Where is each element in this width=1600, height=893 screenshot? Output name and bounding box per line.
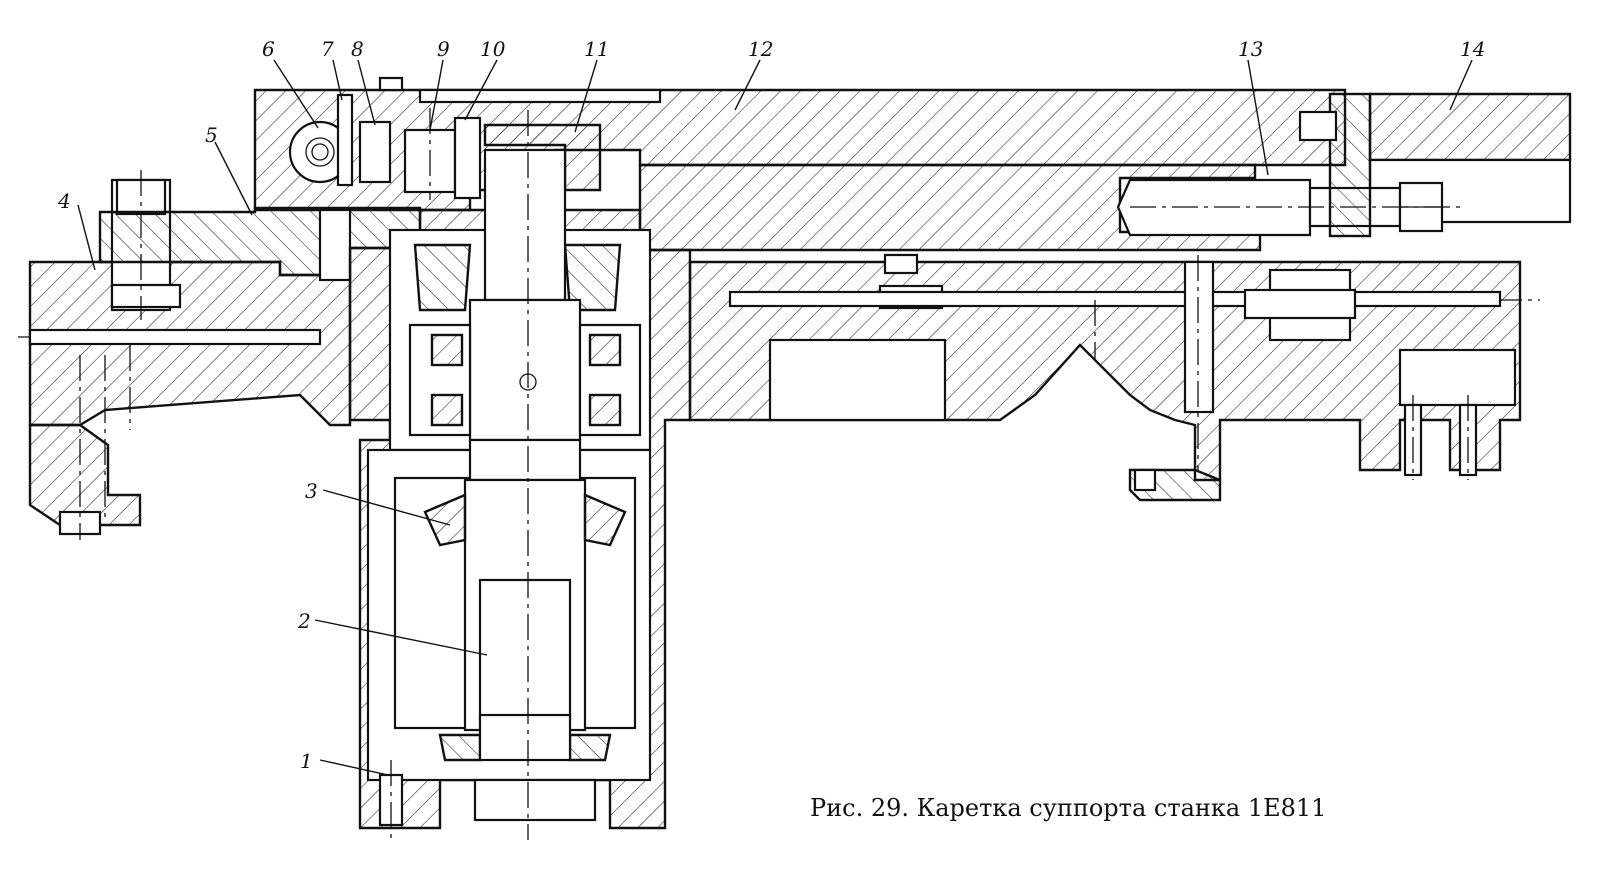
end-block-14 bbox=[1368, 92, 1572, 162]
mechanism-6-10 bbox=[288, 76, 662, 200]
callout-numbers: 1 2 3 4 5 6 7 8 9 10 11 12 13 14 bbox=[57, 37, 1485, 773]
bevel-gear-3 bbox=[423, 493, 467, 547]
label-14: 14 bbox=[1460, 37, 1485, 61]
label-1: 1 bbox=[300, 749, 313, 773]
pin-7 bbox=[336, 93, 354, 187]
label-12: 12 bbox=[748, 37, 773, 61]
label-8: 8 bbox=[351, 37, 364, 61]
label-3: 3 bbox=[305, 479, 318, 503]
figure-caption: Рис. 29. Каретка суппорта станка 1Е811 bbox=[810, 794, 1326, 822]
label-13: 13 bbox=[1238, 37, 1263, 61]
adjusting-screw-13 bbox=[1116, 92, 1460, 238]
label-2: 2 bbox=[297, 609, 311, 633]
label-6: 6 bbox=[262, 37, 275, 61]
label-4: 4 bbox=[57, 189, 71, 213]
vertical-shaft-2 bbox=[378, 110, 642, 840]
lever-8 bbox=[358, 120, 392, 184]
leader-lines bbox=[77, 59, 1473, 776]
carriage-body bbox=[688, 253, 1540, 502]
label-9: 9 bbox=[437, 37, 450, 61]
plate-10 bbox=[453, 116, 482, 200]
label-7: 7 bbox=[321, 37, 334, 61]
label-11: 11 bbox=[584, 37, 609, 61]
label-5: 5 bbox=[205, 123, 218, 147]
label-10: 10 bbox=[480, 37, 506, 61]
